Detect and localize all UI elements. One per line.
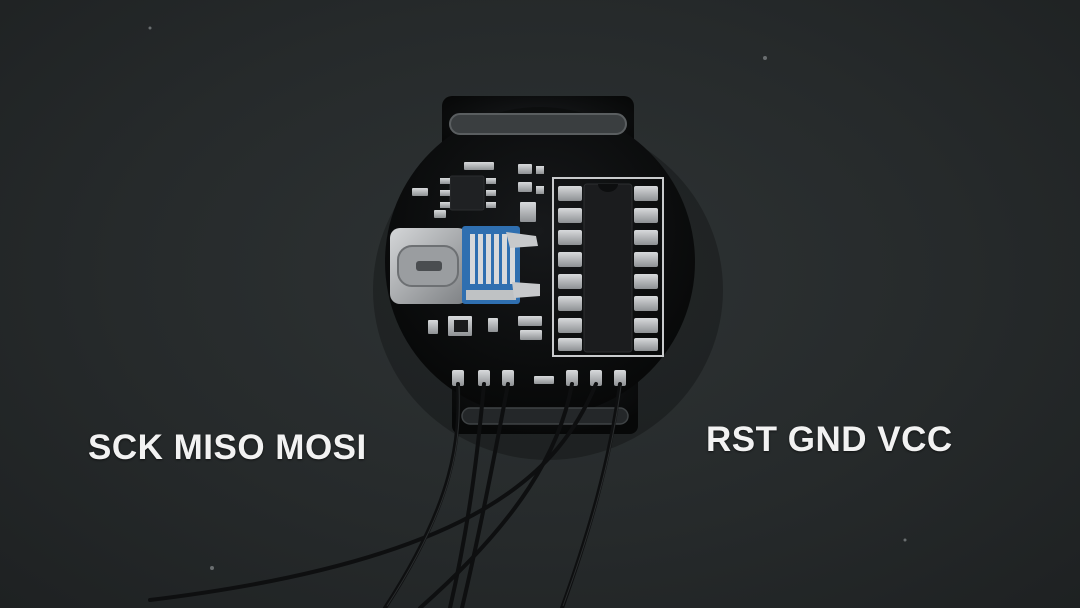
- strap-slot-bottom: [461, 407, 629, 425]
- wire-mosi: [460, 382, 510, 608]
- ic-notch: [598, 184, 618, 192]
- wire-rst: [418, 382, 574, 608]
- ic-body: [583, 183, 633, 353]
- ic-left-pads: [558, 186, 582, 351]
- sot-chip: [449, 175, 485, 211]
- pad-miso: [478, 370, 490, 386]
- pad-rst: [566, 370, 578, 386]
- right-pin-labels: RST GND VCC: [706, 420, 953, 459]
- pad-vcc: [614, 370, 626, 386]
- strap-slot: [449, 113, 627, 135]
- smd-components: [412, 162, 554, 384]
- ic-outline: [552, 177, 664, 357]
- wire-gnd: [148, 382, 598, 602]
- left-pin-labels: SCK MISO MOSI: [88, 428, 367, 467]
- header-pads: [452, 370, 626, 386]
- cloth-specks: [148, 26, 907, 570]
- ic-right-pads: [634, 186, 658, 351]
- usb-breakout-board: [462, 226, 540, 304]
- wire-sck: [383, 382, 461, 608]
- pad-mosi: [502, 370, 514, 386]
- pad-sck: [452, 370, 464, 386]
- usb-c-connector: [390, 228, 468, 304]
- dip-ic: [552, 177, 664, 357]
- pad-gnd: [590, 370, 602, 386]
